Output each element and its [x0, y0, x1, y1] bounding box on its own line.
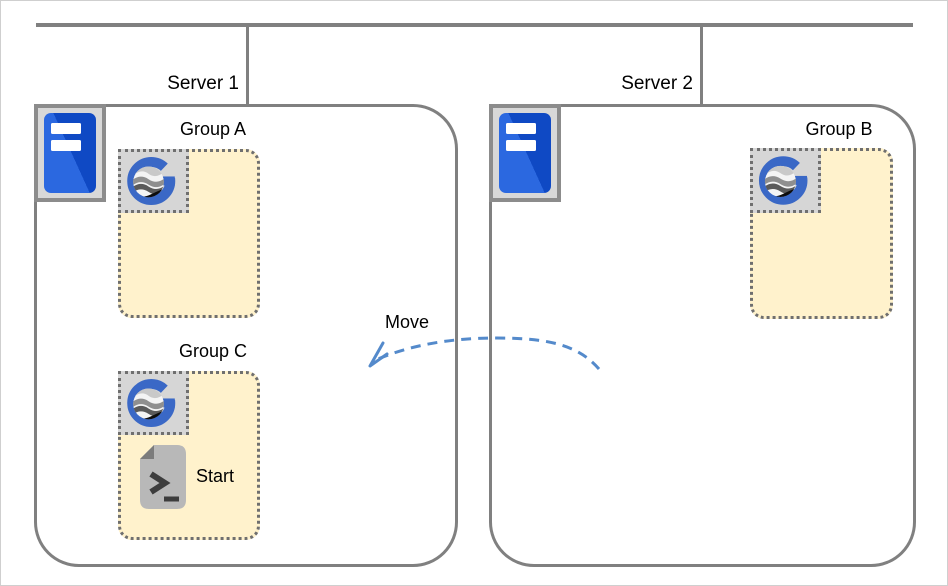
group-c-g-logo-icon: [118, 371, 189, 435]
server2-label: Server 2: [621, 73, 693, 94]
start-terminal-script-icon: [139, 444, 187, 510]
group-b-g-logo-icon: [750, 148, 821, 213]
server2-tower-icon: [489, 104, 561, 202]
server2-container: [489, 104, 916, 567]
server1-label: Server 1: [167, 73, 239, 94]
group-a-g-logo-icon: [118, 149, 189, 213]
start-label: Start: [196, 466, 235, 486]
network-drop-server1: [246, 25, 249, 105]
server1-tower-icon: [34, 104, 106, 202]
server1-container: [34, 104, 458, 567]
move-label: Move: [384, 312, 429, 332]
group-c-label: Group C: [178, 341, 248, 361]
group-b-label: Group B: [805, 119, 873, 139]
network-bus-line: [36, 23, 913, 27]
network-drop-server2: [700, 25, 703, 105]
group-a-label: Group A: [179, 119, 247, 139]
